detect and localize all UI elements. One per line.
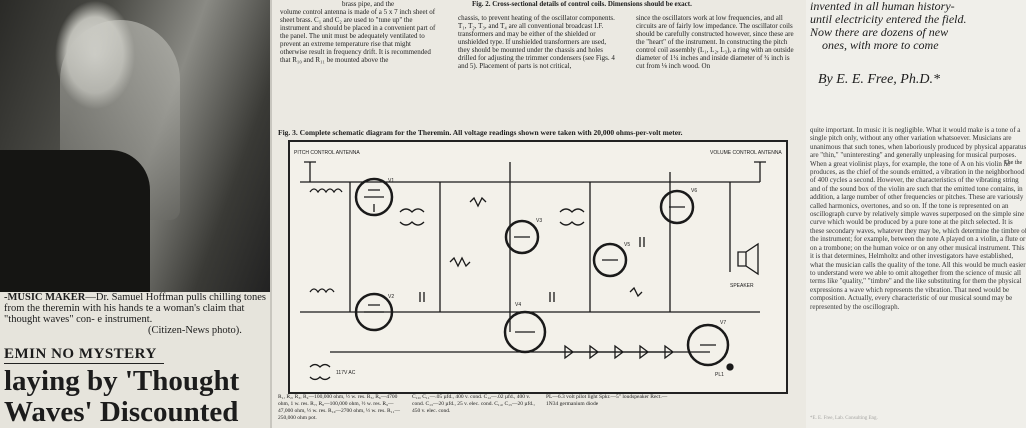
magazine-article: invented in all human history- until ele…	[806, 0, 1026, 428]
schematic-drawing: PITCH CONTROL ANTENNA VOLUME CONTROL ANT…	[294, 150, 782, 381]
tube-v7-label: V7	[720, 320, 726, 326]
text-column-3: since the oscillators work at low freque…	[636, 14, 794, 70]
theremin-cabinet	[0, 150, 150, 292]
parts-col-3: PL—6.3 volt pilot light Spkr.—5" loudspe…	[546, 394, 668, 407]
caption-lead: -MUSIC MAKER	[4, 292, 86, 303]
text-column-2: chassis, to prevent heating of the oscil…	[458, 14, 615, 70]
intro-line-4: ones, with more to come	[822, 38, 939, 52]
theremin-player-photo	[0, 0, 270, 292]
parts-col-1: R₁, R₂, R₃, R₄—100,000 ohm, ½ w. res. R₅…	[278, 394, 400, 421]
column-1-top: brass pipe, and the	[342, 0, 395, 8]
tube-v1-label: V1	[388, 178, 394, 184]
plug-label: PL1	[715, 372, 724, 378]
photo-caption: -MUSIC MAKER—Dr. Samuel Hoffman pulls ch…	[4, 292, 266, 325]
parts-col-2: C₁₀, C₁₁—.05 µfd., 400 v. cond. C₁₂—.02 …	[412, 394, 535, 414]
caption-text: —Dr. Samuel Hoffman pulls chilling tones…	[4, 292, 266, 325]
article-body: quite important. In music it is negligib…	[810, 126, 1026, 311]
ac-label: 117V AC	[336, 370, 356, 376]
divider	[270, 0, 272, 428]
side-column-fragment: The the	[1004, 160, 1023, 166]
tube-v2-label: V2	[388, 294, 394, 300]
pitch-antenna-label: PITCH CONTROL ANTENNA	[294, 150, 360, 156]
volume-antenna-label: VOLUME CONTROL ANTENNA	[710, 150, 782, 156]
intro-line-1: invented in all human history-	[810, 0, 955, 13]
intro-line-3: Now there are dozens of new	[810, 25, 949, 39]
kicker-headline: EMIN NO MYSTERY	[4, 346, 164, 364]
page-fade	[806, 300, 1026, 428]
article-intro: invented in all human history- until ele…	[810, 0, 967, 52]
column-1-text: volume control antenna is made of a 5 x …	[280, 8, 436, 64]
schematic-page: brass pipe, and the volume control anten…	[272, 0, 806, 428]
byline: By E. E. Free, Ph.D.*	[818, 72, 940, 87]
intro-line-2: until electricity entered the field.	[810, 12, 967, 26]
fig3-caption: Fig. 3. Complete schematic diagram for t…	[278, 128, 683, 137]
speaker-label: SPEAKER	[730, 283, 754, 289]
tube-v6-label: V6	[691, 188, 697, 194]
photo-credit: (Citizen-News photo).	[148, 325, 242, 336]
headline-line-1: laying by 'Thought	[4, 365, 240, 397]
fig2-caption: Fig. 2. Cross-sectional details of contr…	[472, 0, 692, 8]
article-columns: brass pipe, and the volume control anten…	[272, 0, 806, 110]
theremin-schematic: PITCH CONTROL ANTENNA VOLUME CONTROL ANT…	[288, 140, 788, 394]
tube-v3-label: V3	[536, 218, 542, 224]
tube-v5-label: V5	[624, 242, 630, 248]
text-column-1: brass pipe, and the volume control anten…	[280, 0, 438, 110]
newspaper-clipping: -MUSIC MAKER—Dr. Samuel Hoffman pulls ch…	[0, 0, 270, 428]
main-headline: laying by 'Thought Waves' Discounted	[4, 366, 239, 428]
headline-line-2: Waves' Discounted	[4, 396, 239, 428]
tube-v4-label: V4	[515, 302, 521, 308]
